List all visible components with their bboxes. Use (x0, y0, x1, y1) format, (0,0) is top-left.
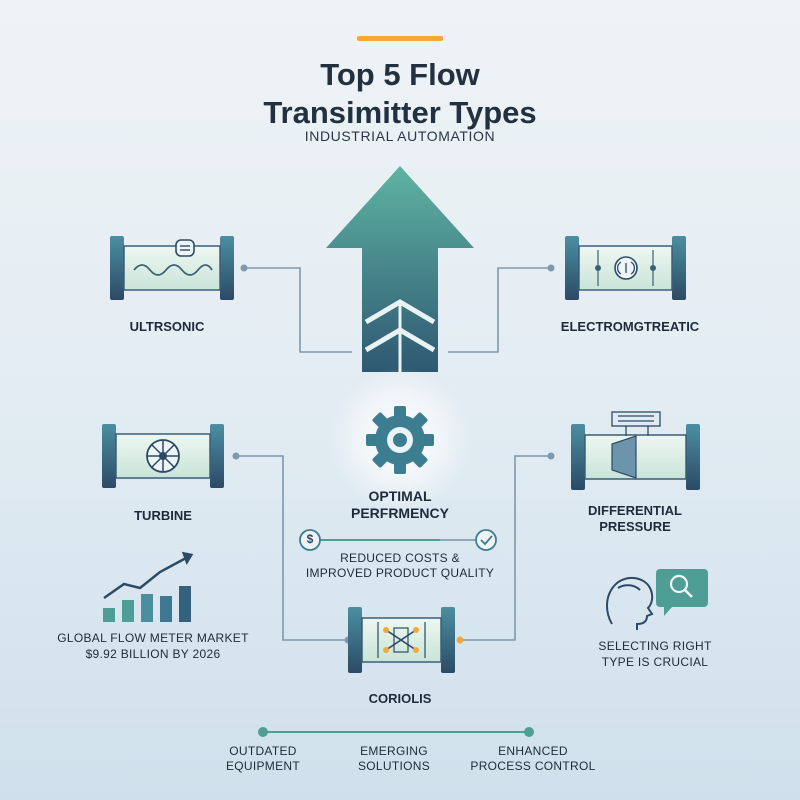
benefit-text: REDUCED COSTS & IMPROVED PRODUCT QUALITY (280, 551, 520, 581)
market-line-2: $9.92 BILLION BY 2026 (85, 647, 221, 661)
electromagnetic-meter-icon (565, 236, 686, 300)
title-accent-bar (357, 36, 443, 41)
page-subtitle: INDUSTRIAL AUTOMATION (304, 128, 496, 144)
connector-lines (236, 267, 551, 641)
title-line-1: Top 5 Flow (320, 57, 480, 92)
step2-line-1: EMERGING (360, 744, 428, 758)
step1-line-2: EQUIPMENT (225, 759, 301, 773)
optimal-line-1: OPTIMAL (368, 488, 432, 504)
timeline-step-outdated: OUTDATED EQUIPMENT (203, 744, 323, 774)
differential-pressure-meter-icon (571, 411, 700, 490)
market-text: GLOBAL FLOW METER MARKET $9.92 BILLION B… (48, 630, 258, 662)
ultrasonic-meter-icon (110, 236, 234, 300)
gear-icon (366, 406, 434, 474)
step3-line-1: ENHANCED (498, 744, 568, 758)
step3-line-2: PROCESS CONTROL (470, 759, 596, 773)
market-line-1: GLOBAL FLOW METER MARKET (57, 631, 249, 645)
benefit-line-1: REDUCED COSTS & (340, 551, 460, 565)
differential-pressure-label: DIFFERENTIAL PRESSURE (560, 503, 710, 535)
page-title: Top 5 Flow Transimitter Types (150, 56, 650, 132)
timeline-dot-start (258, 727, 268, 737)
ultrasonic-label: ULTRSONIC (129, 319, 205, 334)
dollar-symbol: $ (306, 532, 314, 546)
timeline (258, 727, 534, 737)
selection-line-1: SELECTING RIGHT (598, 639, 712, 653)
dollar-icon (299, 529, 321, 551)
turbine-label: TURBINE (134, 508, 192, 523)
timeline-dot-end (524, 727, 534, 737)
electromagnetic-label: ELECTROMGTREATIC (560, 319, 700, 334)
benefit-slider (299, 529, 497, 551)
market-growth-chart-icon (103, 551, 194, 622)
optimal-line-2: PERFRMENCY (350, 505, 449, 521)
step1-line-1: OUTDATED (229, 744, 297, 758)
timeline-step-enhanced: ENHANCED PROCESS CONTROL (453, 744, 613, 774)
person-search-icon (606, 569, 708, 630)
check-icon (475, 529, 497, 551)
turbine-meter-icon (102, 424, 224, 488)
title-line-2: Transimitter Types (263, 95, 537, 130)
step2-line-2: SOLUTIONS (357, 759, 431, 773)
selection-line-2: TYPE IS CRUCIAL (601, 655, 709, 669)
differential-label-line-2: PRESSURE (599, 519, 671, 534)
timeline-step-emerging: EMERGING SOLUTIONS (334, 744, 454, 774)
coriolis-meter-icon (348, 607, 455, 673)
growth-arrow-icon (326, 166, 474, 372)
benefit-line-2: IMPROVED PRODUCT QUALITY (305, 566, 495, 580)
selection-text: SELECTING RIGHT TYPE IS CRUCIAL (570, 638, 740, 670)
optimal-performance-label: OPTIMAL PERFRMENCY (300, 488, 500, 522)
connector-dots (232, 264, 555, 644)
differential-label-line-1: DIFFERENTIAL (588, 503, 682, 518)
coriolis-label: CORIOLIS (368, 691, 432, 706)
